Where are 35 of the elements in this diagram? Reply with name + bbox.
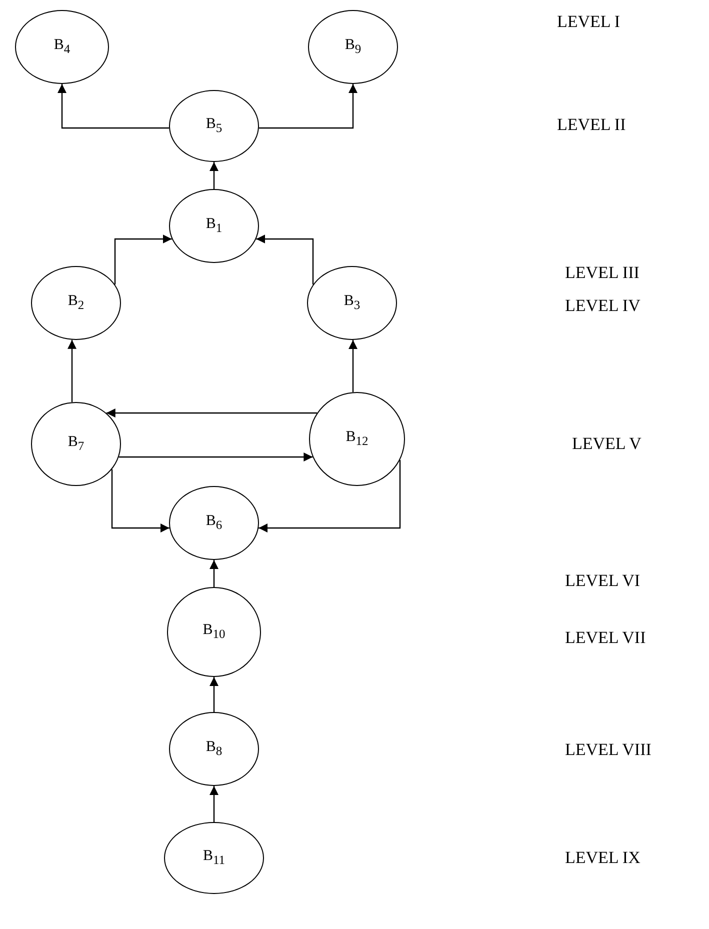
arrow [258, 460, 401, 532]
level-label: LEVEL I [557, 12, 620, 32]
arrow [68, 340, 76, 402]
arrow [114, 234, 172, 285]
node-label: B$_{10}$ [202, 622, 226, 642]
level-label: LEVEL V [572, 434, 642, 454]
level-label: LEVEL VIII [565, 740, 652, 760]
level-label: LEVEL VI [565, 571, 640, 591]
arrow [348, 340, 358, 392]
node-label: B$_{1}$ [206, 216, 222, 236]
arrow [111, 469, 170, 532]
arrow [258, 84, 358, 129]
level-label: LEVEL IX [565, 848, 640, 868]
arrow [256, 234, 314, 285]
level-label: LEVEL III [565, 263, 640, 283]
node-label: B$_{11}$ [202, 848, 226, 868]
node-label: B$_{8}$ [206, 739, 222, 759]
node-label: B$_{4}$ [54, 37, 70, 57]
arrow [58, 84, 170, 129]
arrow [118, 452, 313, 462]
arrow [210, 786, 218, 822]
arrow [106, 408, 318, 418]
node-label: B$_{2}$ [68, 293, 84, 313]
arrow [210, 677, 218, 712]
arrow [210, 560, 218, 587]
node-label: B$_{6}$ [206, 513, 222, 533]
node-label: B$_{3}$ [344, 293, 360, 313]
arrow [210, 162, 218, 189]
node-label: B$_{5}$ [206, 116, 222, 136]
node-label: B$_{9}$ [344, 37, 362, 57]
node-label: B$_{7}$ [68, 434, 84, 454]
level-label: LEVEL VII [565, 628, 646, 648]
level-label: LEVEL IV [565, 296, 640, 316]
node-label: B$_{12}$ [346, 429, 368, 449]
level-label: LEVEL II [557, 115, 626, 135]
